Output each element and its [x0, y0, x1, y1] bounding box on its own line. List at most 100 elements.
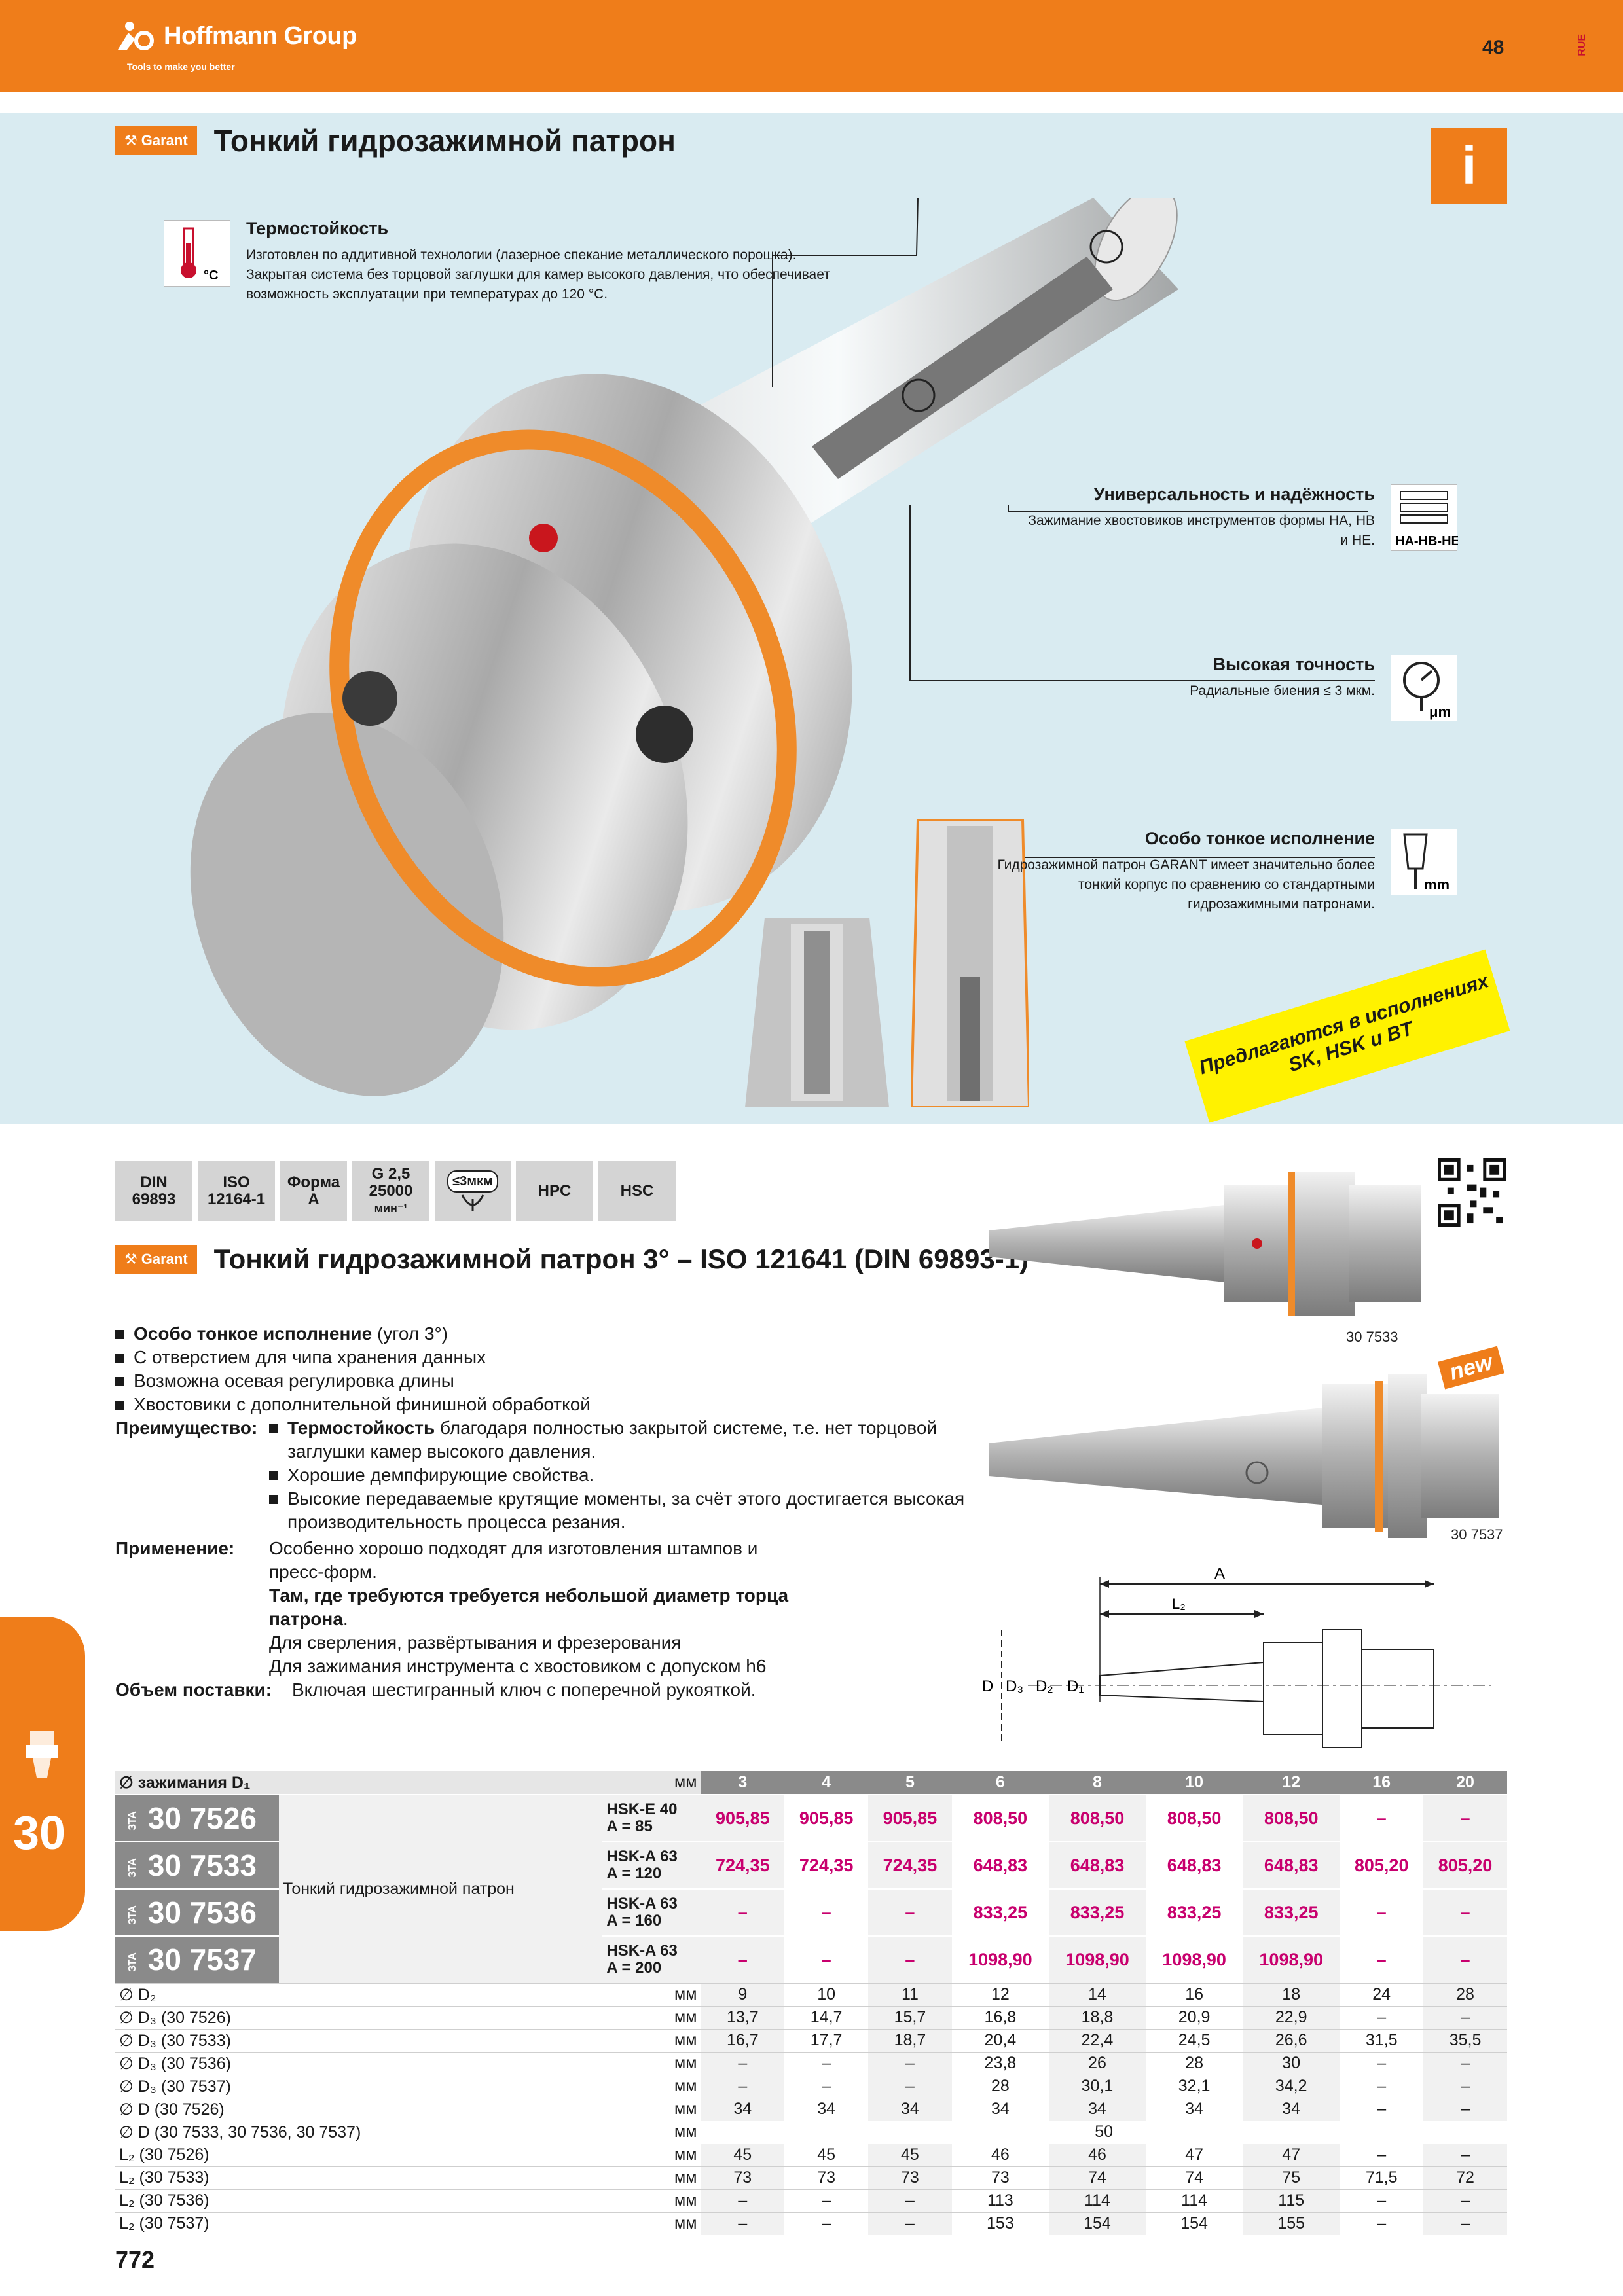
bullet-icon [115, 1377, 124, 1386]
price-cell: 1098,90 [951, 1935, 1049, 1983]
dimension-value: – [1423, 2212, 1507, 2235]
shank-name: HSK-A 63 [606, 1848, 678, 1865]
badge-line: HSC [620, 1182, 654, 1200]
bullet-item: Особо тонкое исполнение (угол 3°) [115, 1322, 993, 1346]
page-header: Hoffmann Group Tools to make you better … [0, 0, 1623, 92]
dimension-unit: мм [602, 2166, 701, 2189]
bullet-icon [115, 1354, 124, 1363]
dimension-value: 153 [951, 2212, 1049, 2235]
price-cell: – [1423, 1888, 1507, 1936]
dimension-unit: мм [602, 2074, 701, 2098]
badge-line: 12164-1 [207, 1191, 266, 1208]
price-cell: 905,85 [701, 1794, 785, 1842]
bullet-text: Хвостовики с дополнительной финишной обр… [134, 1394, 591, 1414]
dimension-value: – [868, 2189, 952, 2212]
brand-tagline: Tools to make you better [127, 62, 235, 72]
dimension-value: – [701, 2189, 785, 2212]
feature-universal: Универсальность и надёжность Зажимание х… [1021, 484, 1375, 550]
dim-label-d3: D₃ [1006, 1677, 1023, 1695]
shank-length: A = 85 [606, 1818, 653, 1835]
dimension-value: 31,5 [1340, 2028, 1424, 2052]
dimension-name: ∅ D (30 7533, 30 7536, 30 7537) [115, 2120, 603, 2144]
feature-title: Термостойкость [246, 219, 389, 238]
advantage-block: Преимущество: Термостойкость благодаря п… [115, 1416, 993, 1534]
dim-label-d2: D₂ [1036, 1677, 1053, 1695]
dimension-value: – [1423, 2097, 1507, 2121]
bullet-text: (угол 3°) [372, 1323, 448, 1344]
badge-iso: ISO 12164-1 [198, 1161, 275, 1221]
bullet-item: Хвостовики с дополнительной финишной обр… [115, 1393, 993, 1416]
feature-text: Гидрозажимной патрон GARANT имеет значит… [997, 857, 1375, 912]
chapter-tab[interactable]: 30 [0, 1617, 85, 1931]
dimension-name: ∅ D₃ (30 7533) [115, 2028, 603, 2052]
dimension-value: – [701, 2051, 785, 2075]
shank-types-glyph: HA-HB-HE [1395, 491, 1460, 548]
dimension-value: 18 [1243, 1982, 1340, 2006]
size-header: 12 [1243, 1771, 1340, 1795]
price-cell: 724,35 [701, 1841, 785, 1889]
dimension-value: 34 [868, 2097, 952, 2121]
dimension-unit: мм [602, 2120, 701, 2144]
badge-runout: ≤3мкм [435, 1161, 511, 1221]
dimension-value: 32,1 [1146, 2074, 1243, 2098]
size-header: 4 [784, 1771, 869, 1795]
shank-name: HSK-E 40 [606, 1801, 678, 1818]
dimension-value: 154 [1146, 2212, 1243, 2235]
dimension-value: 115 [1243, 2189, 1340, 2212]
clamp-diameter-header: ∅ зажимания D₁ [115, 1771, 603, 1795]
delivery-text: Включая шестигранный ключ с поперечной р… [292, 1679, 756, 1700]
slim-chuck-glyph: mm [1403, 833, 1450, 893]
application-line: Особенно хорошо подходят для изготовлени… [269, 1538, 758, 1582]
dimension-value: 34,2 [1243, 2074, 1340, 2098]
dimension-value: 113 [951, 2189, 1049, 2212]
price-cell: – [784, 1888, 869, 1936]
price-cell: 805,20 [1423, 1841, 1507, 1889]
price-cell: – [1423, 1794, 1507, 1842]
product-image-label: 30 7537 [1451, 1526, 1503, 1543]
badge-line: 69893 [132, 1191, 176, 1208]
badge-hpc: HPC [516, 1161, 593, 1221]
dimension-value: 46 [951, 2143, 1049, 2166]
bullet-bold: Особо тонкое исполнение [134, 1323, 373, 1344]
dimension-value: 45 [784, 2143, 869, 2166]
article-prefix: ЗТА [126, 1952, 138, 1972]
gauge-icon-label: μm [1429, 704, 1451, 720]
dimension-name: L₂ (30 7537) [115, 2212, 603, 2235]
dimension-unit: мм [602, 2005, 701, 2029]
price-cell: 648,83 [1146, 1841, 1243, 1889]
price-cell: 833,25 [951, 1888, 1049, 1936]
dimension-value: 24,5 [1146, 2028, 1243, 2052]
dimension-value: – [1423, 2051, 1507, 2075]
dimension-value: – [1423, 2005, 1507, 2029]
bullet-text: Высокие передаваемые крутящие моменты, з… [287, 1488, 965, 1532]
dimension-value: 154 [1048, 2212, 1146, 2235]
dimension-value: 16 [1146, 1982, 1243, 2006]
technical-drawing: A L₂ D D₃ D₂ D₁ [982, 1565, 1493, 1748]
price-cell: – [784, 1935, 869, 1983]
dimension-name: ∅ D₃ (30 7536) [115, 2051, 603, 2075]
price-cell: – [1340, 1935, 1424, 1983]
dimension-name: ∅ D₂ [115, 1982, 603, 2006]
dimension-value: – [1340, 2097, 1424, 2121]
badge-din: DIN 69893 [115, 1161, 192, 1221]
chuck-hero-illustration [190, 198, 1178, 1096]
dimension-value: 28 [951, 2074, 1049, 2098]
dimension-value: 23,8 [951, 2051, 1049, 2075]
qr-code[interactable] [1438, 1158, 1506, 1227]
dimension-value: 34 [1243, 2097, 1340, 2121]
price-cell: 648,83 [1048, 1841, 1146, 1889]
price-cell: 648,83 [951, 1841, 1049, 1889]
